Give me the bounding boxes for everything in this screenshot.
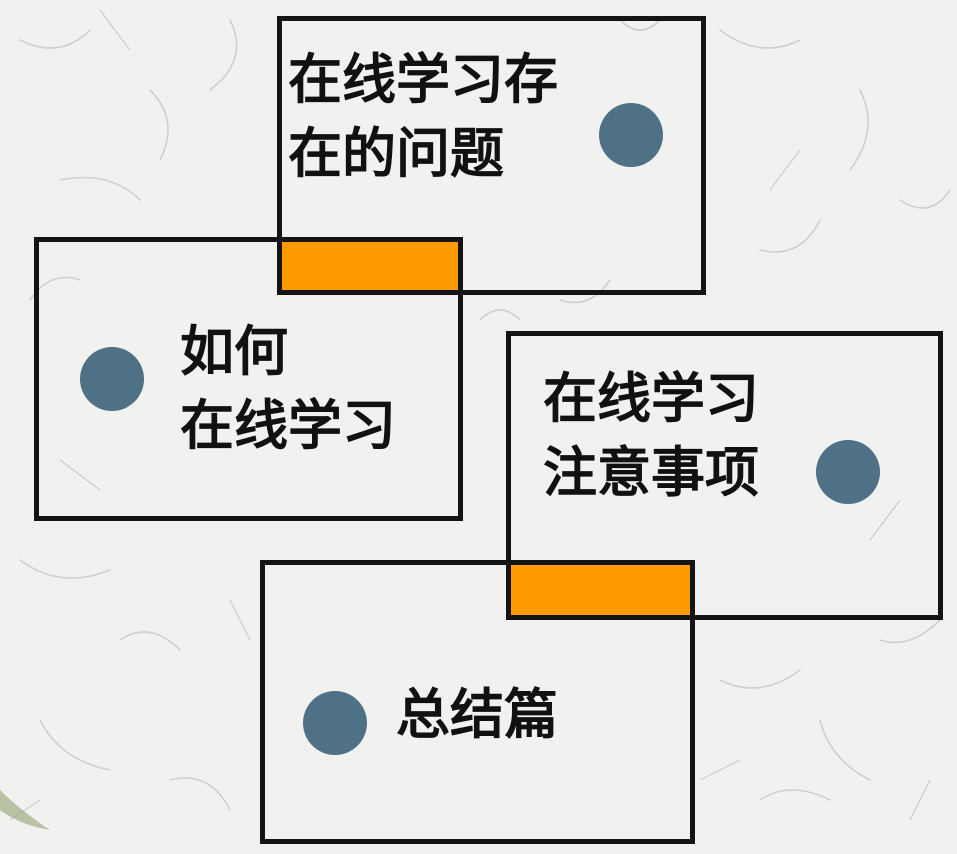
bullet-dot — [303, 691, 367, 755]
card-summary[interactable] — [260, 560, 695, 844]
bullet-dot — [816, 440, 880, 504]
card-issues-line1: 在线学习存 — [288, 48, 558, 111]
bullet-dot — [599, 103, 663, 167]
card-notes[interactable] — [506, 331, 943, 620]
overlap-highlight — [506, 560, 695, 620]
card-summary-title: 总结篇 — [396, 683, 558, 746]
overlap-highlight — [277, 237, 463, 295]
card-notes-line1: 在线学习 — [543, 367, 759, 430]
card-how-line2: 在线学习 — [180, 394, 396, 457]
card-how-line1: 如何 — [180, 320, 288, 383]
card-issues[interactable] — [277, 16, 706, 295]
card-issues-line2: 在的问题 — [288, 122, 504, 185]
card-how-to-learn[interactable] — [34, 237, 463, 521]
bullet-dot — [80, 347, 144, 411]
card-notes-line2: 注意事项 — [543, 441, 759, 504]
